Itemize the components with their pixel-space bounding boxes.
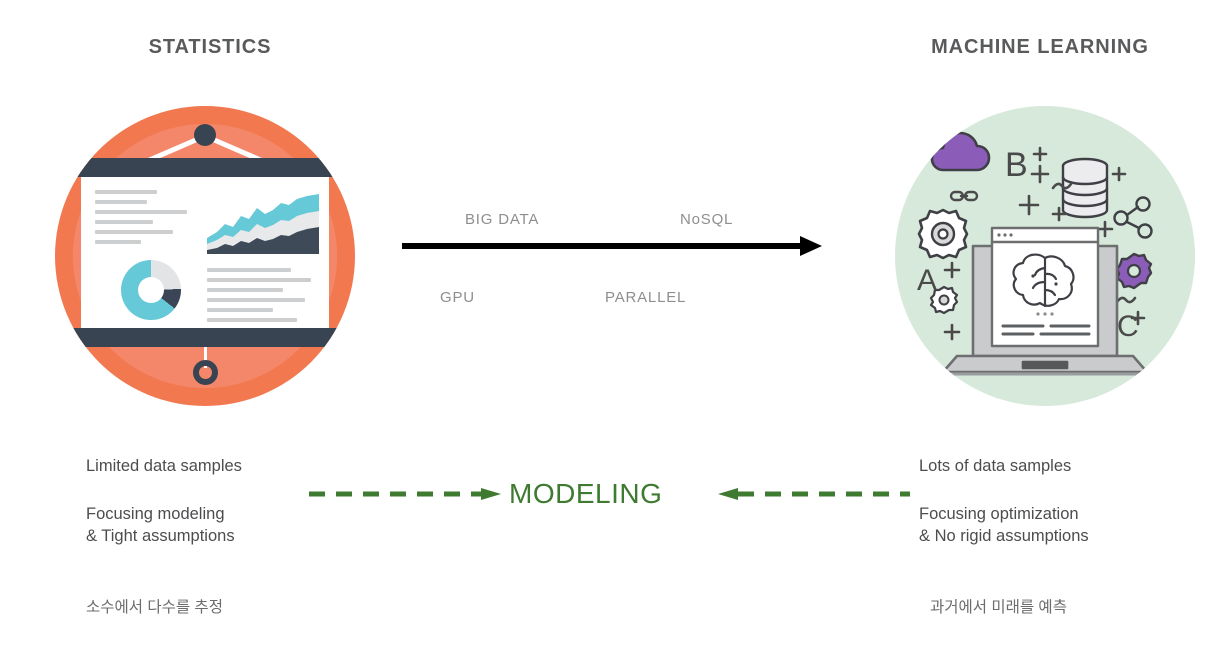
left-limited-data-samples: Limited data samples xyxy=(86,457,242,475)
gear-purple-icon xyxy=(1115,252,1153,290)
chain-link-icon xyxy=(949,190,979,202)
tilde-icon xyxy=(1115,296,1137,304)
presentation-board-surface xyxy=(81,176,329,329)
tilde-icon xyxy=(1051,182,1073,190)
glyph-a: A xyxy=(917,264,938,297)
board-hook-icon xyxy=(194,124,216,146)
board-text-line xyxy=(95,220,153,224)
transition-arrow xyxy=(402,236,822,256)
statistics-illustration xyxy=(55,106,355,406)
board-text-line xyxy=(207,298,305,302)
board-text-line xyxy=(207,288,283,292)
area-chart xyxy=(207,194,319,254)
dashed-arrow-right xyxy=(718,488,910,500)
brain-icon xyxy=(1012,253,1075,308)
board-bottom-bar xyxy=(67,328,343,347)
database-cylinder-icon xyxy=(1061,157,1109,219)
right-lots-of-data-samples: Lots of data samples xyxy=(919,457,1072,475)
dashed-arrow-left xyxy=(309,488,501,500)
left-focusing-modeling: Focusing modeling & Tight assumptions xyxy=(86,505,235,545)
arrow-label-big-data: BIG DATA xyxy=(465,211,540,228)
arrow-label-parallel: PARALLEL xyxy=(605,289,687,306)
browser-content-lines xyxy=(1001,312,1091,336)
right-korean-caption: 과거에서 미래를 예측 xyxy=(930,599,1067,616)
ml-icon-cluster xyxy=(917,131,1157,376)
board-text-line xyxy=(95,240,141,244)
arrow-label-gpu: GPU xyxy=(440,289,475,306)
board-pull-ring-icon xyxy=(193,360,218,385)
board-top-bar xyxy=(67,158,343,177)
glyph-c: C xyxy=(1117,310,1139,343)
board-text-line xyxy=(95,230,173,234)
board-text-line xyxy=(95,190,157,194)
heading-statistics: STATISTICS xyxy=(148,36,272,58)
left-korean-caption: 소수에서 다수를 추정 xyxy=(86,599,223,616)
board-text-line xyxy=(207,318,297,322)
board-text-line xyxy=(95,200,147,204)
heading-machine-learning: MACHINE LEARNING xyxy=(931,36,1149,58)
plus-icon xyxy=(943,146,1146,341)
donut-chart xyxy=(121,260,181,320)
board-text-line xyxy=(207,278,311,282)
board-text-line xyxy=(95,210,187,214)
board-text-line xyxy=(207,268,291,272)
glyph-b: B xyxy=(1005,146,1028,184)
gear-icon xyxy=(917,208,969,260)
board-text-line xyxy=(207,308,273,312)
arrow-label-nosql: NoSQL xyxy=(680,211,734,228)
share-network-icon xyxy=(1113,196,1153,239)
board-pull-stem xyxy=(204,346,207,368)
cloud-icon xyxy=(930,131,991,172)
modeling-label: MODELING xyxy=(509,478,663,509)
machine-learning-illustration: B A C xyxy=(895,106,1195,406)
gear-small-icon xyxy=(929,285,959,315)
right-focusing-optimization: Focusing optimization & No rigid assumpt… xyxy=(919,505,1089,545)
